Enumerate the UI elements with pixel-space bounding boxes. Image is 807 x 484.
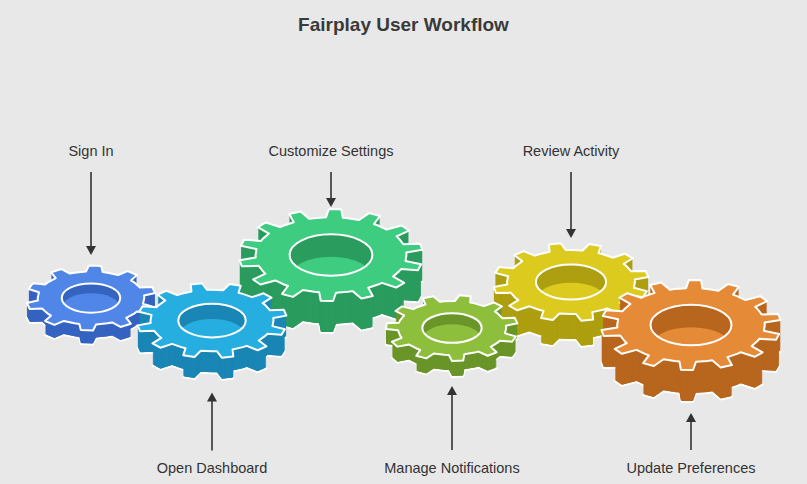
leader-arrow bbox=[451, 392, 453, 450]
arrow-head bbox=[686, 413, 696, 422]
arrow-head bbox=[207, 392, 217, 401]
leader-arrow bbox=[570, 172, 572, 232]
leader-arrow bbox=[90, 172, 92, 249]
gear-graphic bbox=[107, 275, 317, 483]
leader-arrow bbox=[211, 398, 213, 450]
gear-graphic bbox=[347, 287, 557, 482]
leader-arrow bbox=[690, 419, 692, 450]
step-label: Open Dashboard bbox=[112, 459, 312, 477]
step-label: Sign In bbox=[0, 142, 191, 160]
gear-graphic bbox=[586, 272, 796, 482]
arrow-head bbox=[566, 229, 576, 238]
diagram-title: Fairplay User Workflow bbox=[0, 14, 807, 36]
arrow-head bbox=[447, 386, 457, 395]
workflow-gear: Manage Notifications bbox=[347, 287, 557, 482]
workflow-gear: Open Dashboard bbox=[107, 275, 317, 483]
step-label: Manage Notifications bbox=[352, 459, 552, 477]
workflow-gear: Update Preferences bbox=[586, 272, 796, 482]
arrow-head bbox=[86, 246, 96, 255]
step-label: Review Activity bbox=[471, 142, 671, 160]
leader-arrow bbox=[330, 172, 332, 201]
step-label: Customize Settings bbox=[231, 142, 431, 160]
arrow-head bbox=[326, 198, 336, 207]
step-label: Update Preferences bbox=[591, 459, 791, 477]
